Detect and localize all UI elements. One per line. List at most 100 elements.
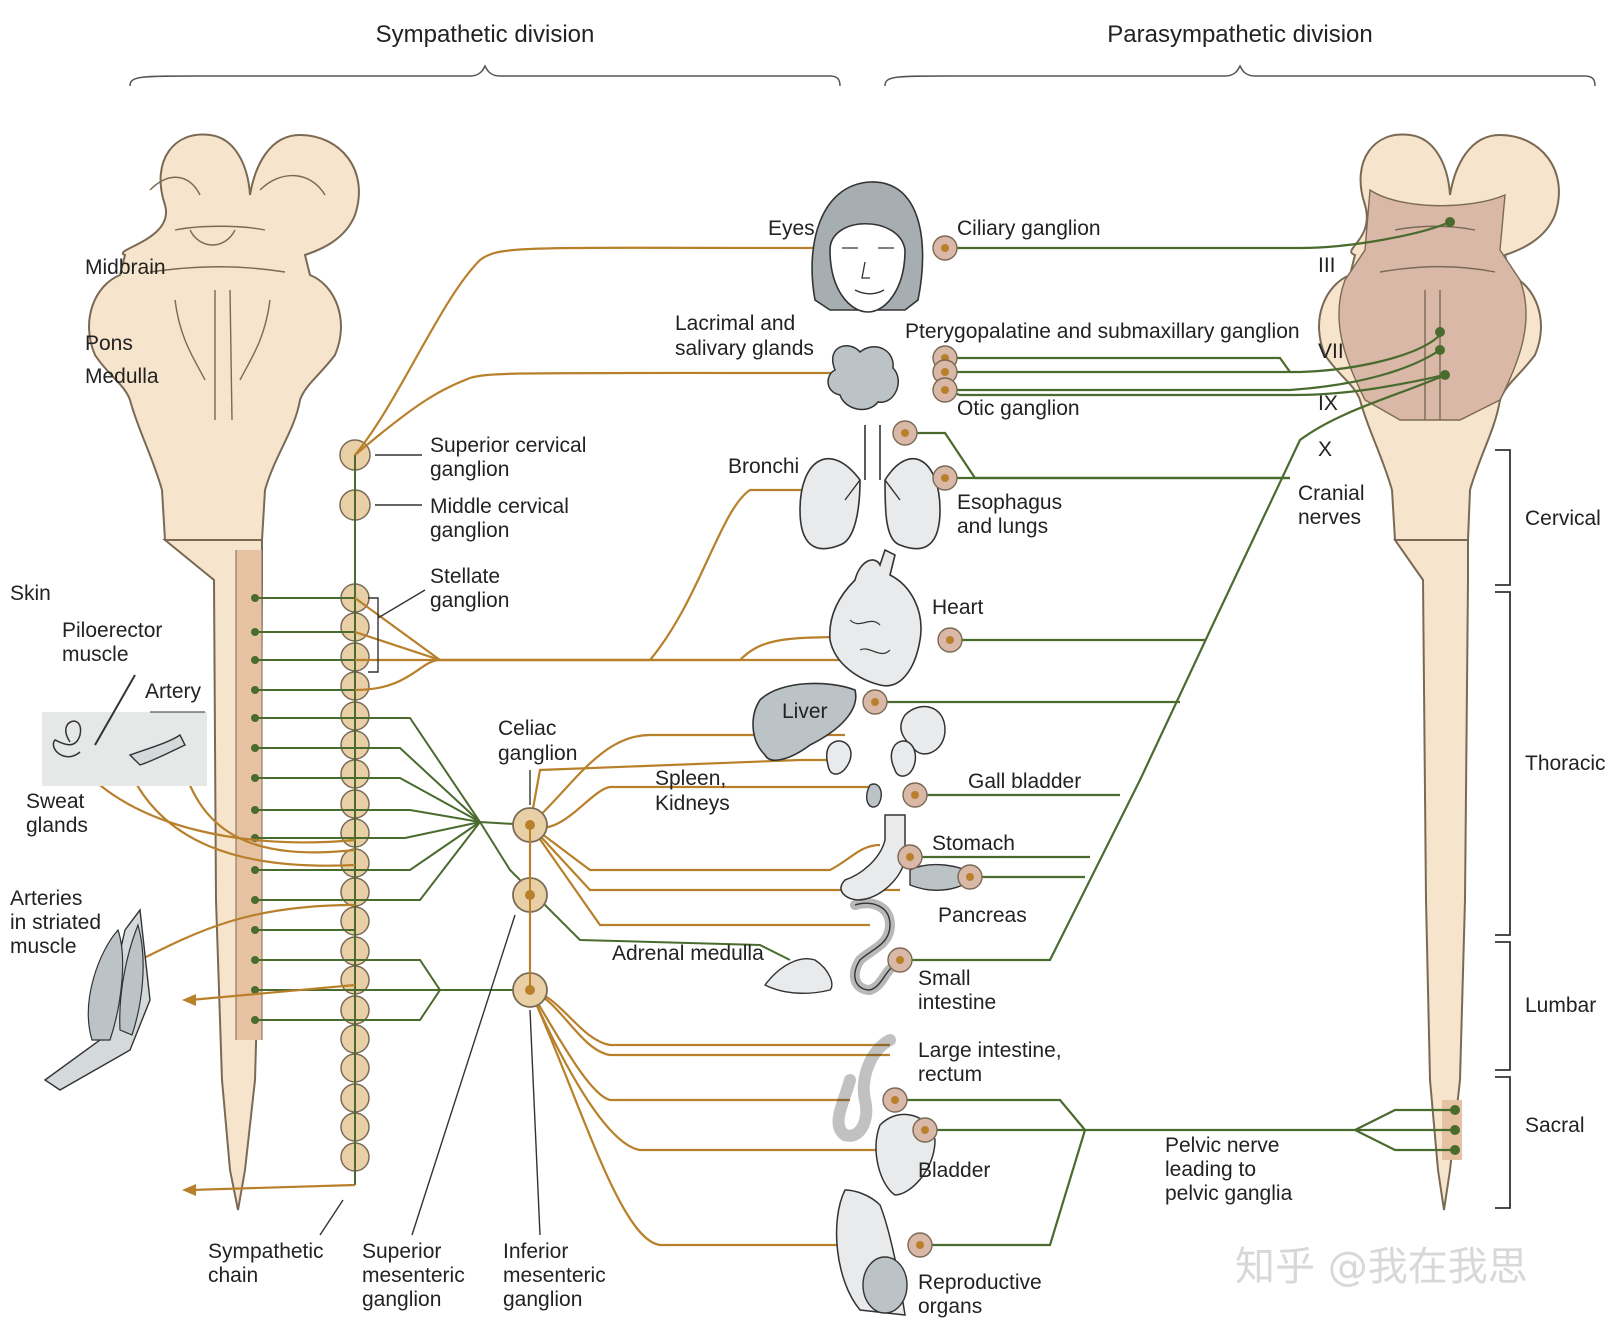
- ganglion-cell: [941, 474, 949, 482]
- large-intestine-label-2: rectum: [918, 1063, 982, 1086]
- sympathetic-header: Sympathetic division: [376, 21, 595, 48]
- celiac-label-2: ganglion: [498, 742, 577, 765]
- bronchi-label: Bronchi: [728, 455, 799, 478]
- small-intestine-label-1: Small: [918, 967, 971, 990]
- parasympathetic-ganglia: [862, 235, 983, 1258]
- stellate-label-2: ganglion: [430, 589, 509, 612]
- cranial-nerve-x-label: X: [1318, 438, 1332, 461]
- cranial-nerves-label-1: Cranial: [1298, 482, 1365, 505]
- reproductive-label-1: Reproductive: [918, 1271, 1042, 1294]
- arrow-1: [182, 994, 196, 1006]
- superior-cervical-label-2: ganglion: [430, 458, 509, 481]
- arrow-2: [182, 1184, 196, 1196]
- sup-mesenteric-label-1: Superior: [362, 1240, 441, 1263]
- parasympathetic-brace: [884, 64, 1596, 87]
- pons-label: Pons: [85, 332, 133, 355]
- large-intestine-illustration: [832, 1034, 896, 1142]
- middle-cervical-label-1: Middle cervical: [430, 495, 569, 518]
- right-brainstem: [1318, 133, 1560, 1211]
- liver-label: Liver: [782, 700, 828, 723]
- celiac-label-1: Celiac: [498, 717, 556, 740]
- pelvic-nerve-label-2: leading to: [1165, 1158, 1256, 1181]
- spleen-label-1: Spleen,: [655, 767, 726, 790]
- cord-neuron: [251, 896, 259, 904]
- lacrimal-label-2: salivary glands: [675, 337, 814, 360]
- lacrimal-label-1: Lacrimal and: [675, 312, 795, 335]
- ganglion-cell: [941, 244, 949, 252]
- reproductive-label-2: organs: [918, 1295, 982, 1318]
- skin-illustration: [42, 674, 207, 786]
- cord-neuron: [251, 594, 259, 602]
- small-intestine-label-2: intestine: [918, 991, 996, 1014]
- cord-neuron: [251, 714, 259, 722]
- stomach-label: Stomach: [932, 832, 1015, 855]
- stellate-label-1: Stellate: [430, 565, 500, 588]
- arteries-label-1: Arteries: [10, 887, 82, 910]
- cord-neuron: [251, 956, 259, 964]
- pterygopalatine-label: Pterygopalatine and submaxillary ganglio…: [905, 320, 1300, 343]
- superior-cervical-label-1: Superior cervical: [430, 434, 586, 457]
- cord-to-chain-fibers: [251, 594, 355, 1024]
- adrenal-illustration: [763, 958, 833, 994]
- brainstem-nuclei: [1435, 217, 1460, 1155]
- ganglion-cell: [891, 1096, 899, 1104]
- liver-illustration: [752, 682, 857, 761]
- sweat-label-1: Sweat: [26, 790, 85, 813]
- piloerector-label-2: muscle: [62, 643, 129, 666]
- ganglion-cell: [966, 873, 974, 881]
- pancreas-label: Pancreas: [938, 904, 1027, 927]
- gland-illustration: [827, 345, 899, 411]
- cord-neuron: [251, 774, 259, 782]
- reproductive-illustration: [835, 1189, 908, 1316]
- ganglion-cell: [906, 853, 914, 861]
- spleen-label-2: Kidneys: [655, 792, 730, 815]
- heart-illustration: [829, 548, 922, 687]
- cervical-label: Cervical: [1525, 507, 1601, 530]
- piloerector-label-1: Piloerector: [62, 619, 162, 642]
- watermark: 知乎 @我在我思: [1235, 1244, 1528, 1290]
- midbrain-label: Midbrain: [85, 256, 166, 279]
- spinal-region-brackets: [1495, 449, 1511, 1209]
- arteries-label-2: in striated: [10, 911, 101, 934]
- artery-label: Artery: [145, 680, 202, 703]
- arteries-label-3: muscle: [10, 935, 77, 958]
- sympathetic-brace: [129, 64, 841, 87]
- cord-neuron: [251, 866, 259, 874]
- sympathetic-preganglionic-fibers: [355, 717, 791, 1021]
- ganglion-cell: [871, 698, 879, 706]
- parasympathetic-header: Parasympathetic division: [1107, 21, 1372, 48]
- pelvic-nerve-label-3: pelvic ganglia: [1165, 1182, 1293, 1205]
- cord-neuron: [251, 1016, 259, 1024]
- medulla-label: Medulla: [85, 365, 159, 388]
- sympathetic-chain-label-1: Sympathetic: [208, 1240, 324, 1263]
- esophagus-label-2: and lungs: [957, 515, 1048, 538]
- muscle-illustration: [43, 908, 151, 1091]
- cord-neuron: [251, 806, 259, 814]
- cranial-nerve-vii-label: VII: [1318, 340, 1344, 363]
- inf-mesenteric-label-3: ganglion: [503, 1288, 582, 1311]
- large-intestine-label-1: Large intestine,: [918, 1039, 1062, 1062]
- ciliary-label: Ciliary ganglion: [957, 217, 1101, 240]
- inf-mesenteric-label-1: Inferior: [503, 1240, 568, 1263]
- ganglion-cell: [916, 1241, 924, 1249]
- sup-mesenteric-label-2: mesenteric: [362, 1264, 465, 1287]
- lumbar-label: Lumbar: [1525, 994, 1596, 1017]
- spleen-kidney-illustration: [825, 705, 946, 808]
- cord-neuron: [251, 686, 259, 694]
- cranial-nerve-iii-label: III: [1318, 254, 1336, 277]
- middle-cervical-label-2: ganglion: [430, 519, 509, 542]
- heart-label: Heart: [932, 596, 984, 619]
- cranial-nerves-label-2: nerves: [1298, 506, 1361, 529]
- ganglion-cell: [921, 1126, 929, 1134]
- cranial-nerve-ix-label: IX: [1318, 392, 1338, 415]
- cord-neuron: [251, 986, 259, 994]
- cord-neuron: [251, 744, 259, 752]
- cord-neuron: [251, 628, 259, 636]
- eyes-label: Eyes: [768, 217, 815, 240]
- ganglion-cell: [911, 791, 919, 799]
- ganglion-cell: [941, 386, 949, 394]
- esophagus-label-1: Esophagus: [957, 491, 1062, 514]
- gall-bladder-label: Gall bladder: [968, 770, 1081, 793]
